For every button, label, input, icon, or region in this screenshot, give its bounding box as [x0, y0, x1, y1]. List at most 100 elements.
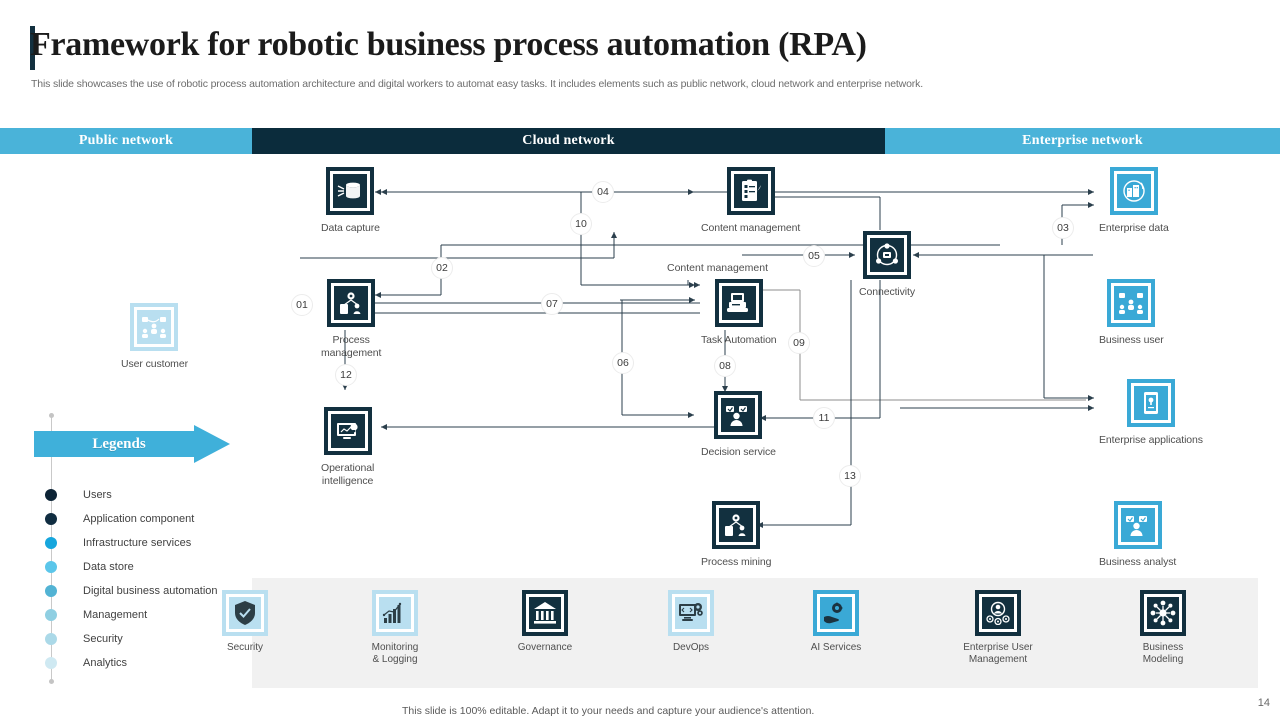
legend-bullet-icon [45, 537, 57, 549]
business-modeling-icon [1140, 590, 1186, 636]
node-label: Business analyst [1099, 556, 1177, 568]
legend-label: Data store [83, 561, 134, 573]
legend-row: Management [40, 603, 218, 627]
legend-bullet-icon [45, 657, 57, 669]
enterprise-user-mgmt-icon [975, 590, 1021, 636]
service-label: AI Services [810, 642, 862, 653]
legend-label: Security [83, 633, 123, 645]
page-number: 14 [1257, 697, 1270, 709]
legend-row: Digital business automation [40, 579, 218, 603]
legend-spine [51, 415, 52, 683]
node-enterprise-applications[interactable]: Enterprise applications [1099, 379, 1203, 447]
legend-bullet-icon [45, 609, 57, 621]
node-label: User customer [121, 358, 188, 370]
service-label: Governance [517, 642, 573, 653]
connectivity-icon [863, 231, 911, 279]
bank-icon [522, 590, 568, 636]
step-badge-06: 06 [612, 352, 634, 374]
page-subtitle: This slide showcases the use of robotic … [31, 78, 923, 90]
zone-label-cloud: Cloud network [522, 133, 615, 148]
legend-bullet-icon [45, 585, 57, 597]
node-label: Process management [321, 334, 382, 359]
legend-row: Users [40, 483, 218, 507]
step-badge-10: 10 [570, 213, 592, 235]
services-strip [252, 578, 1258, 688]
node-content-management-top[interactable]: Content management [701, 167, 800, 235]
process-management-icon [327, 279, 376, 327]
legend-bullet-icon [45, 513, 57, 525]
node-user-customer[interactable]: User customer [121, 303, 188, 371]
process-mining-icon [712, 501, 761, 549]
enterprise-data-icon [1109, 167, 1158, 215]
legend-label: Digital business automation [83, 585, 218, 597]
legend-label: Management [83, 609, 148, 621]
node-decision-service[interactable]: Decision service [701, 391, 776, 459]
step-badge-12: 12 [335, 364, 357, 386]
service-label: Business Modeling [1142, 642, 1184, 665]
zone-header-public-network: Public network [0, 128, 252, 154]
node-label: Enterprise data [1099, 222, 1169, 234]
legend-row: Data store [40, 555, 218, 579]
step-badge-13: 13 [839, 465, 861, 487]
node-task-automation[interactable]: Task Automation [701, 279, 777, 347]
service-label: Monitoring & Logging [371, 642, 419, 665]
legend-spine-cap-bottom [49, 679, 54, 684]
legend-label: Infrastructure services [83, 537, 192, 549]
node-label: Content management [701, 222, 801, 234]
legend-label: Analytics [83, 657, 128, 669]
node-label: Data capture [321, 222, 380, 234]
legends-banner: Legends [34, 425, 230, 463]
step-badge-05: 05 [803, 245, 825, 267]
service-label: Enterprise User Management [963, 642, 1033, 665]
node-business-analyst[interactable]: Business analyst [1099, 501, 1176, 569]
step-badge-11: 11 [813, 407, 835, 429]
zone-header-cloud-network: Cloud network [252, 128, 885, 154]
business-analyst-icon [1113, 501, 1162, 549]
legend-row: Application component [40, 507, 218, 531]
legend-bullet-icon [45, 633, 57, 645]
node-label: Business user [1099, 334, 1164, 346]
step-badge-02: 02 [431, 257, 453, 279]
shield-check-icon [222, 590, 268, 636]
node-enterprise-data[interactable]: Enterprise data [1099, 167, 1169, 235]
zone-label-public: Public network [78, 133, 174, 148]
step-badge-07: 07 [541, 293, 563, 315]
operational-intelligence-icon [323, 407, 372, 455]
node-label: Connectivity [859, 286, 915, 298]
node-business-user[interactable]: Business user [1099, 279, 1164, 347]
legend-bullet-icon [45, 489, 57, 501]
devops-icon [668, 590, 714, 636]
step-badge-03: 03 [1052, 217, 1074, 239]
node-connectivity[interactable]: Connectivity [859, 231, 915, 299]
node-operational-intelligence[interactable]: Operational intelligence [321, 407, 374, 488]
legend-row: Security [40, 627, 218, 651]
service-label: Security [226, 642, 264, 653]
task-automation-icon [714, 279, 763, 327]
zone-label-enterprise: Enterprise network [1022, 133, 1143, 148]
legends-title: Legends [92, 435, 146, 452]
legend-label: Application component [83, 513, 195, 525]
step-badge-08: 08 [714, 355, 736, 377]
step-badge-09: 09 [788, 332, 810, 354]
ai-services-icon [813, 590, 859, 636]
node-label: Process mining [701, 556, 772, 568]
decision-service-icon [714, 391, 763, 439]
enterprise-app-icon [1126, 379, 1175, 427]
step-badge-04: 04 [592, 181, 614, 203]
node-label: Decision service [701, 446, 776, 458]
service-label: DevOps [672, 642, 710, 653]
network-users-icon [130, 303, 179, 351]
node-process-mining[interactable]: Process mining [701, 501, 771, 569]
title-accent-bar [30, 26, 35, 70]
step-badge-01: 01 [291, 294, 313, 316]
business-user-icon [1107, 279, 1156, 327]
legend-row: Infrastructure services [40, 531, 218, 555]
page-title: Framework for robotic business process a… [30, 26, 867, 63]
node-label-content-management-mid: Content management [667, 262, 768, 274]
legend-row: Analytics [40, 651, 218, 675]
node-data-capture[interactable]: Data capture [321, 167, 380, 235]
data-capture-icon [326, 167, 375, 215]
node-process-management[interactable]: Process management [321, 279, 381, 360]
